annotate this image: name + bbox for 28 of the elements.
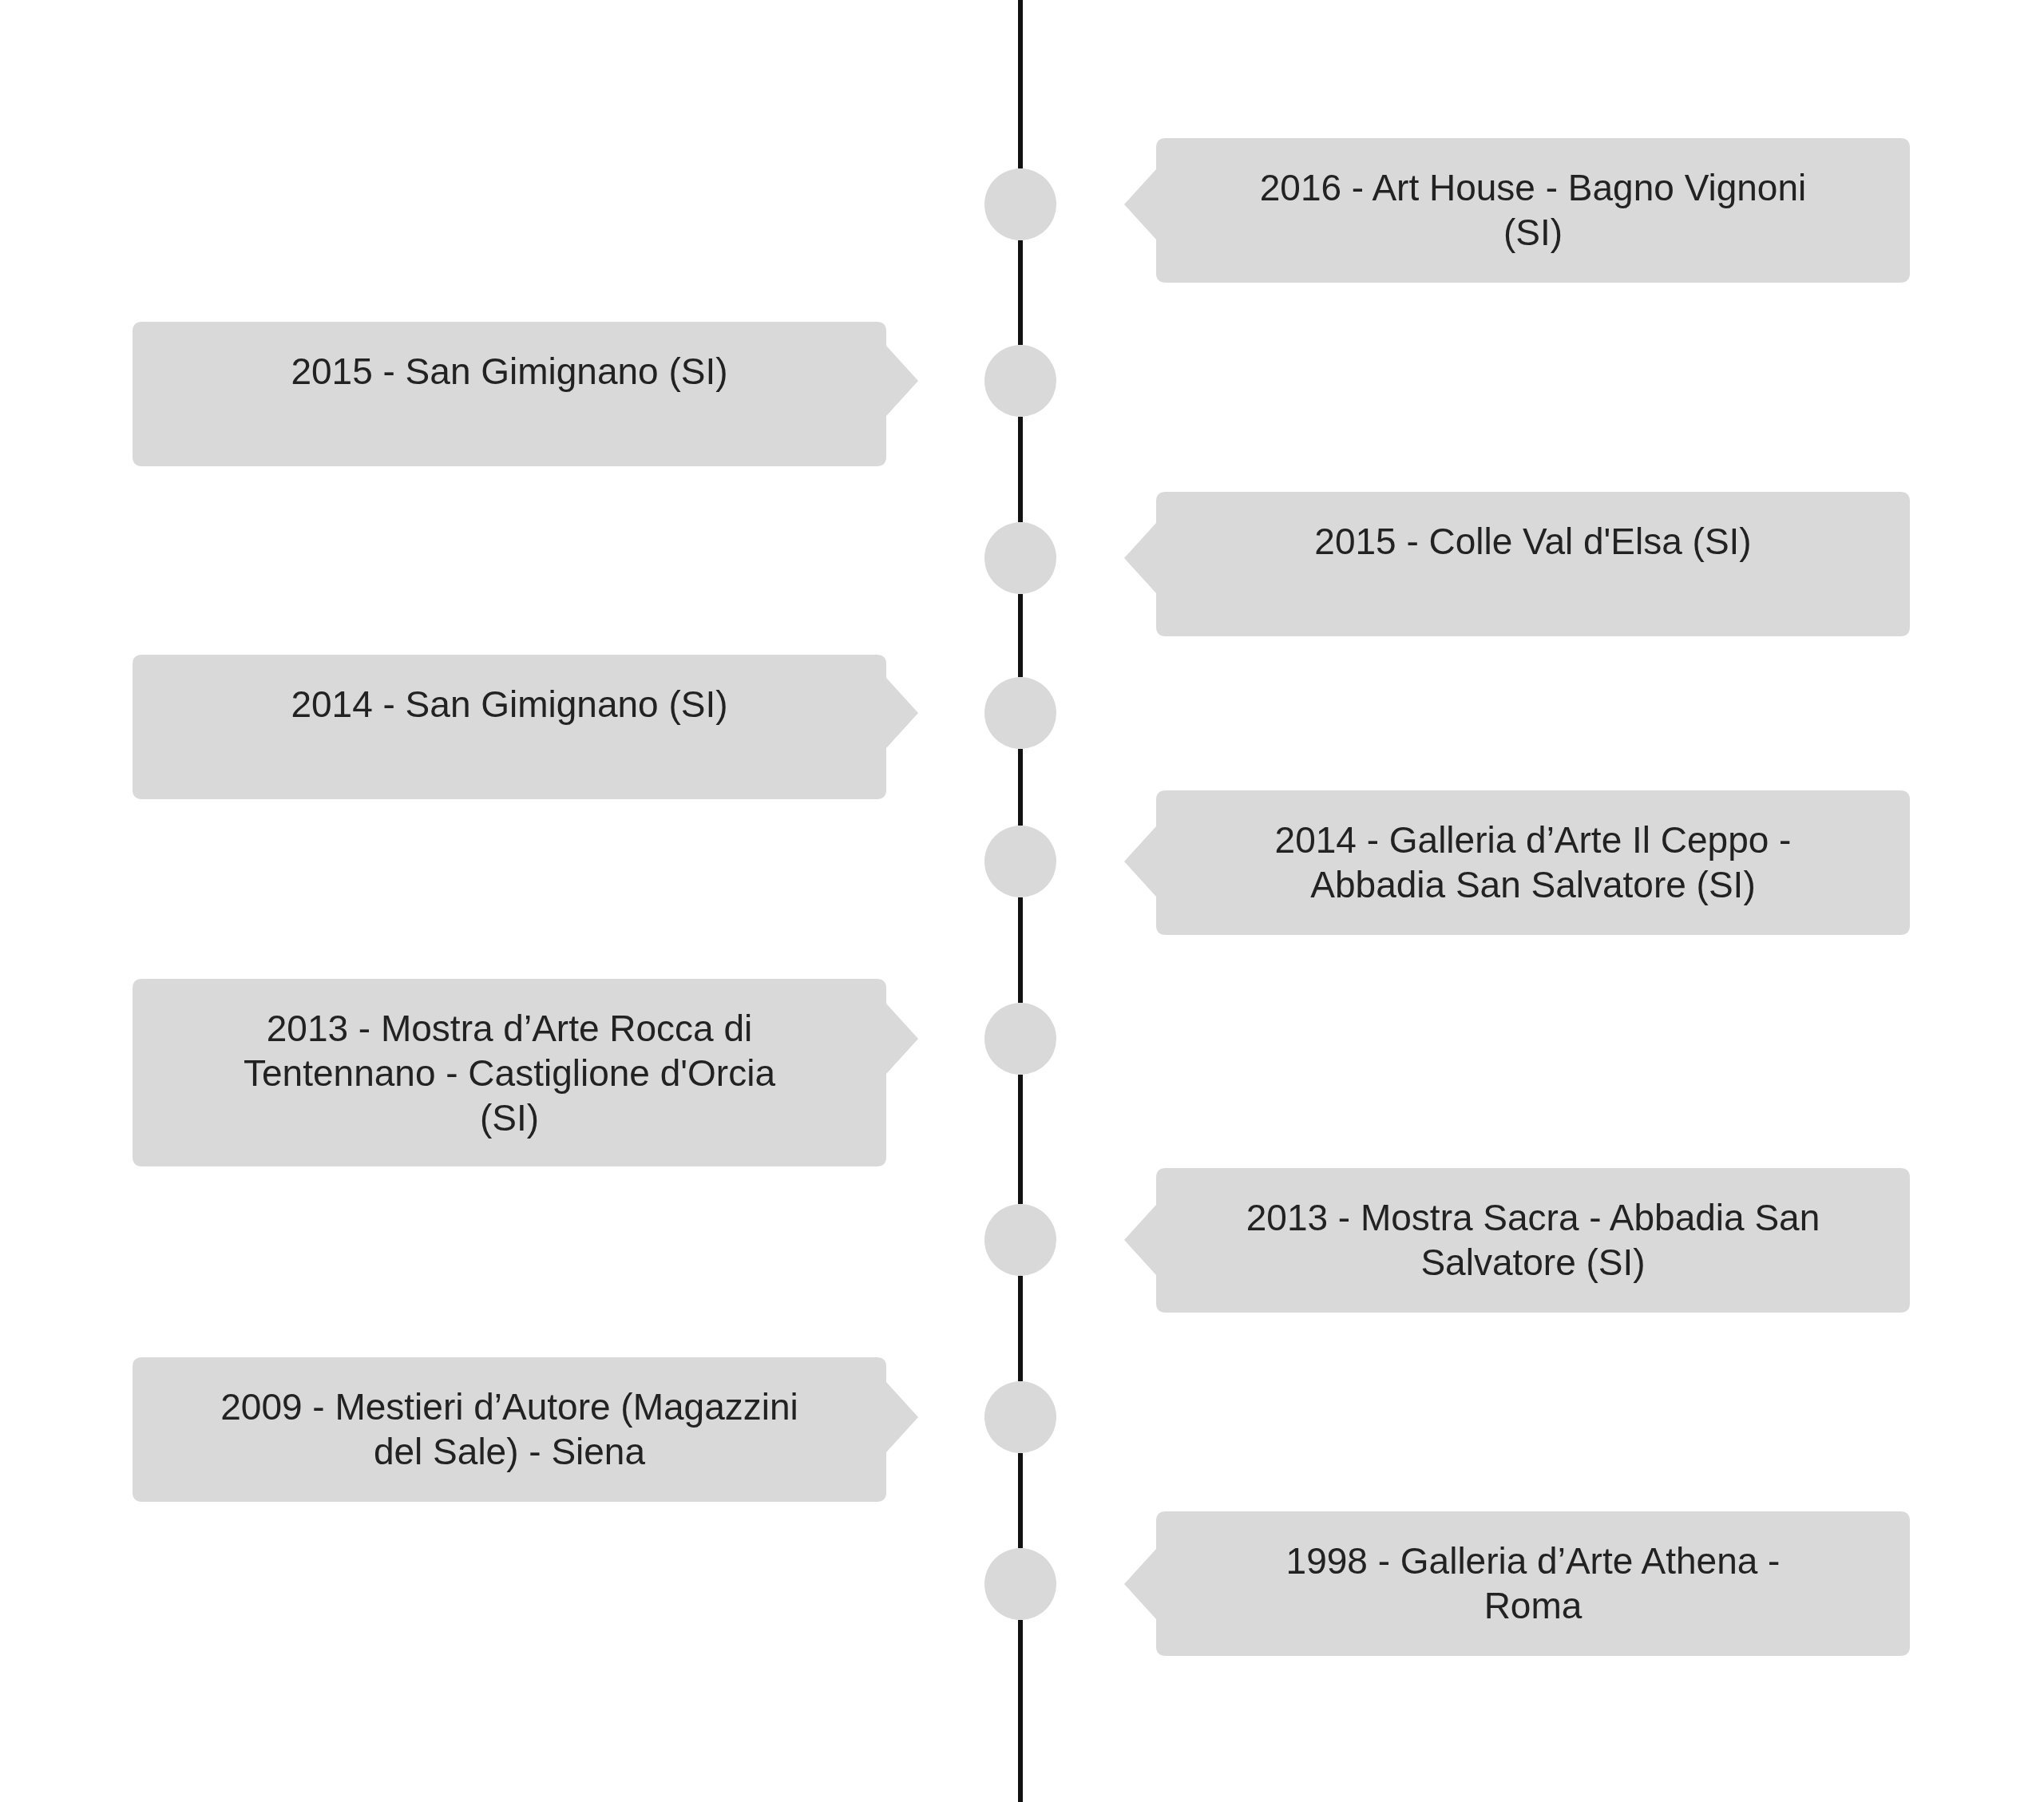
timeline-line — [1018, 897, 1023, 1003]
callout-box — [133, 655, 918, 799]
timeline-line — [1018, 1620, 1023, 1802]
timeline-line — [1018, 0, 1023, 168]
event-text: 2013 - Mostra Sacra - Abbadia San Salvatore (SI) — [1245, 1196, 1821, 1285]
timeline-line — [1018, 1453, 1023, 1548]
event-text: 2014 - San Gimignano (SI) — [290, 683, 729, 727]
timeline-line — [1018, 1276, 1023, 1381]
callout-box — [133, 979, 918, 1166]
timeline-line — [1018, 417, 1023, 522]
timeline-line — [1018, 749, 1023, 826]
event-text: 2009 - Mestieri d’Autore (Magazzini del Sale) - Siena — [220, 1385, 799, 1474]
timeline-line — [1018, 1075, 1023, 1204]
callout-box — [1124, 1511, 1910, 1656]
event-text: 2013 - Mostra d’Arte Rocca di Tentennano - Castiglione d'Orcia (SI) — [243, 1007, 776, 1140]
timeline-line — [1018, 240, 1023, 345]
callout-box — [1124, 1168, 1910, 1313]
event-text: 1998 - Galleria d’Arte Athena - Roma — [1285, 1539, 1781, 1628]
event-text: 2015 - San Gimignano (SI) — [290, 350, 729, 394]
event-text: 2015 - Colle Val d'Elsa (SI) — [1313, 520, 1753, 564]
callout-box — [1124, 790, 1910, 935]
timeline-line — [1018, 594, 1023, 677]
callout-box — [133, 322, 918, 466]
event-text: 2014 - Galleria d’Arte Il Ceppo - Abbadia San Salvatore (SI) — [1274, 818, 1792, 907]
callout-box — [1124, 492, 1910, 636]
callout-box — [133, 1357, 918, 1502]
callout-box — [1124, 138, 1910, 283]
event-text: 2016 - Art House - Bagno Vignoni (SI) — [1258, 166, 1808, 255]
